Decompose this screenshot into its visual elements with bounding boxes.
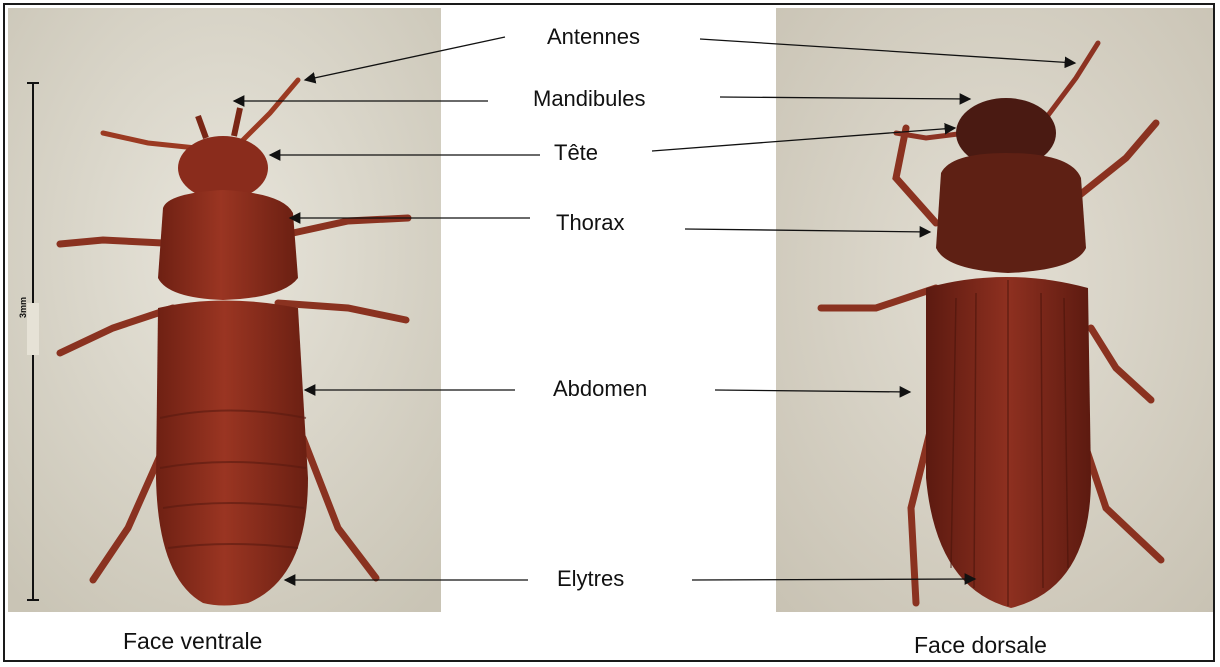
arrow-thorax-right (685, 229, 930, 232)
arrow-tete-right (652, 128, 955, 151)
label-mandibules: Mandibules (533, 86, 646, 112)
label-elytres: Elytres (557, 566, 624, 592)
arrow-mandibules-right (720, 97, 970, 99)
label-antennes: Antennes (547, 24, 640, 50)
arrow-elytres-right (692, 579, 975, 580)
label-abdomen: Abdomen (553, 376, 647, 402)
arrow-antennes-left (305, 37, 505, 80)
caption-ventral: Face ventrale (123, 628, 262, 655)
label-thorax: Thorax (556, 210, 624, 236)
caption-dorsal: Face dorsale (914, 632, 1047, 659)
scale-bar-label: 3mm (18, 278, 28, 318)
label-tete: Tête (554, 140, 598, 166)
arrow-abdomen-right (715, 390, 910, 392)
arrow-antennes-right (700, 39, 1075, 63)
